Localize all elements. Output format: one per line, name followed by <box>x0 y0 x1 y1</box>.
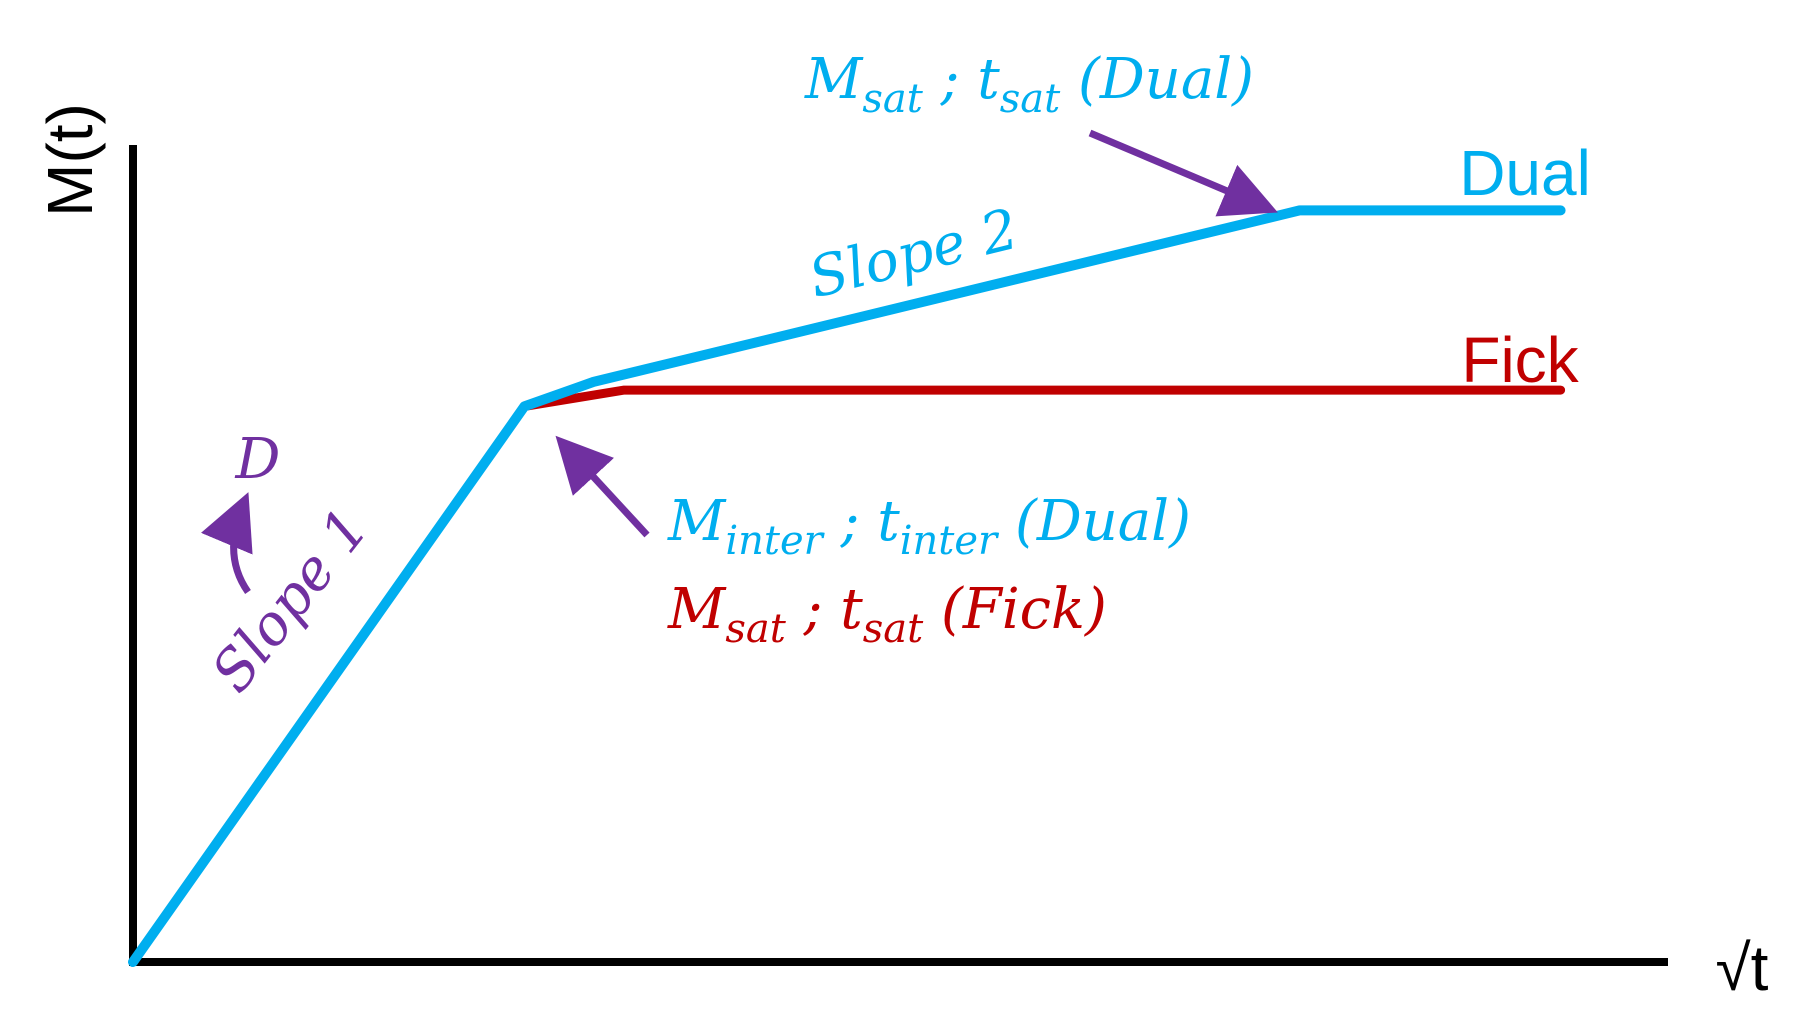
series-line-fick <box>519 385 1566 411</box>
slope-2-label: Slope 2 <box>803 197 1025 311</box>
diffusivity-arrow <box>200 492 253 595</box>
series-label-fick: Fick <box>1461 324 1579 396</box>
msat-dual-label: Msat ; tsat (Dual) <box>804 47 1254 122</box>
slope-1-label: Slope 1 <box>199 497 381 704</box>
minter-dual-label: Minter ; tinter (Dual) <box>667 489 1191 564</box>
minter-arrow <box>555 435 650 538</box>
y-axis-title: M(t) <box>34 103 106 217</box>
msat-fick-label: Msat ; tsat (Fick) <box>667 577 1107 652</box>
series-label-dual: Dual <box>1459 137 1591 209</box>
series-line-dual <box>128 205 1566 967</box>
msat-dual-arrow <box>1088 129 1278 217</box>
x-axis-title: √t <box>1716 932 1769 1004</box>
diffusivity-label: D <box>235 427 281 492</box>
